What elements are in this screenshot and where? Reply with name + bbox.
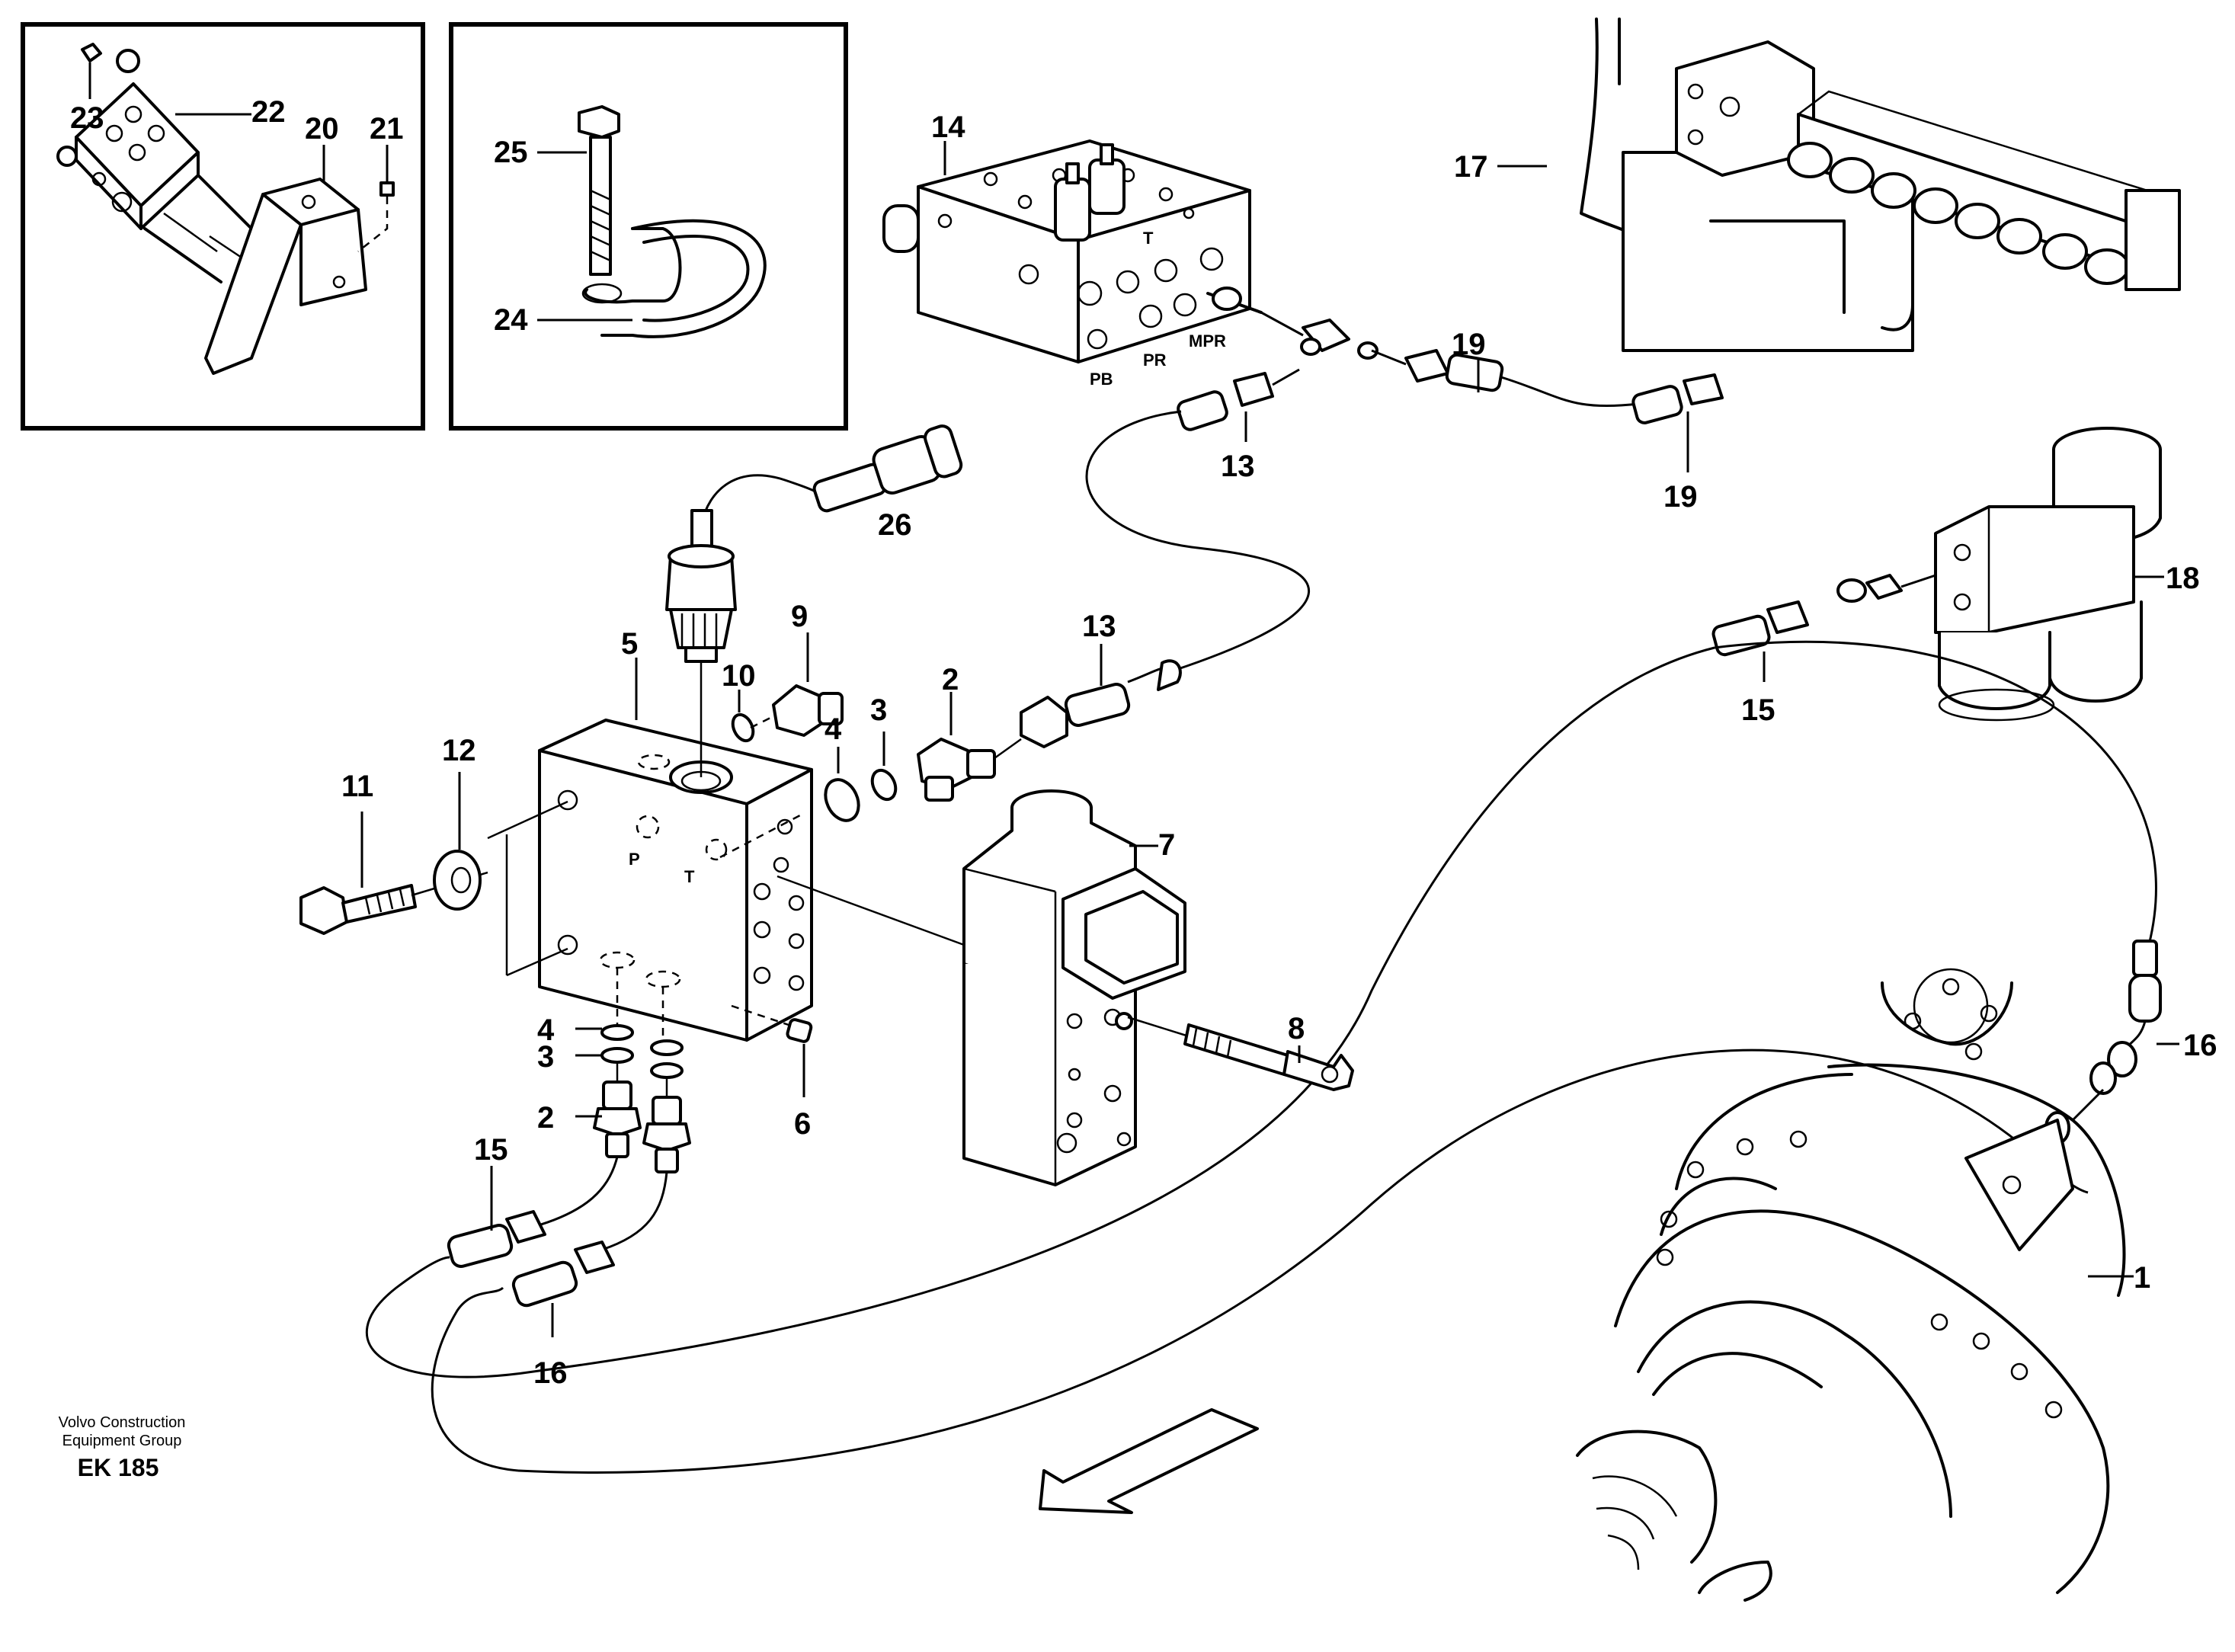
label-6: 6 (794, 1107, 811, 1141)
label-7: 7 (1158, 828, 1175, 862)
forward-arrow-icon (1039, 1408, 1259, 1514)
label-22: 22 (251, 95, 286, 129)
label-3-upper: 3 (870, 693, 887, 727)
accumulator-valve: 18 15 (1711, 427, 2200, 727)
label-16-lower: 16 (533, 1356, 568, 1390)
port-mpr: MPR (1189, 331, 1226, 351)
plug-fitting: 6 (731, 1004, 813, 1141)
label-9: 9 (791, 600, 808, 633)
label-4-upper: 4 (825, 712, 842, 746)
label-13-lower: 13 (1082, 610, 1116, 643)
label-10: 10 (722, 659, 756, 693)
label-25: 25 (494, 136, 528, 169)
label-24: 24 (494, 303, 528, 337)
label-26: 26 (878, 508, 912, 542)
inset-bracket-detail: 23 22 20 21 (21, 22, 425, 431)
footer-line-2: Equipment Group (62, 1433, 182, 1449)
mounting-bolt-washer: 11 12 (299, 734, 488, 935)
solenoid-coil: 7 8 (776, 789, 1354, 1186)
pressure-sensor: 26 (665, 424, 963, 663)
label-20: 20 (305, 112, 339, 146)
label-3-lower: 3 (537, 1040, 554, 1074)
label-2-upper: 2 (942, 663, 959, 696)
diagram-code: EK 185 (78, 1454, 159, 1481)
label-18: 18 (2166, 562, 2200, 595)
hose-assemblies: 13 19 19 (1085, 328, 1724, 672)
label-12: 12 (442, 734, 476, 767)
label-19-upper: 19 (1452, 328, 1486, 361)
port-t-block: T (684, 867, 695, 886)
label-13-upper: 13 (1221, 450, 1255, 483)
label-8: 8 (1288, 1012, 1305, 1045)
axle-housing: 1 (1576, 968, 2150, 1602)
label-14: 14 (931, 110, 965, 144)
footer-line-1: Volvo Construction (59, 1414, 186, 1431)
label-17: 17 (1454, 150, 1488, 184)
label-23: 23 (70, 101, 104, 135)
footer-credit: Volvo Construction Equipment Group EK 18… (59, 1414, 186, 1481)
port-t-top: T (1143, 229, 1154, 248)
label-15-lower: 15 (474, 1133, 508, 1167)
label-1: 1 (2134, 1261, 2150, 1295)
upper-fittings: 9 10 4 3 2 13 (722, 600, 1182, 822)
port-p-block: P (629, 850, 640, 869)
label-2-lower: 2 (537, 1101, 554, 1135)
label-11: 11 (341, 770, 373, 803)
label-21: 21 (370, 112, 404, 146)
lower-fittings: 4 3 2 15 16 (447, 968, 691, 1390)
label-4-lower: 4 (537, 1013, 555, 1047)
label-19-lower: 19 (1663, 480, 1698, 514)
solenoid-valve-body: P T 5 (487, 627, 813, 1042)
inset-clamp-detail: 25 24 (449, 22, 848, 431)
port-pb: PB (1090, 370, 1113, 389)
label-15-upper: 15 (1741, 693, 1776, 727)
transmission-housing: 17 (1454, 18, 2181, 352)
port-pr: PR (1143, 351, 1167, 370)
label-5: 5 (621, 627, 638, 661)
brake-valve-block: T PB PR MPR 14 (882, 110, 1378, 389)
label-16-right: 16 (2183, 1029, 2217, 1062)
